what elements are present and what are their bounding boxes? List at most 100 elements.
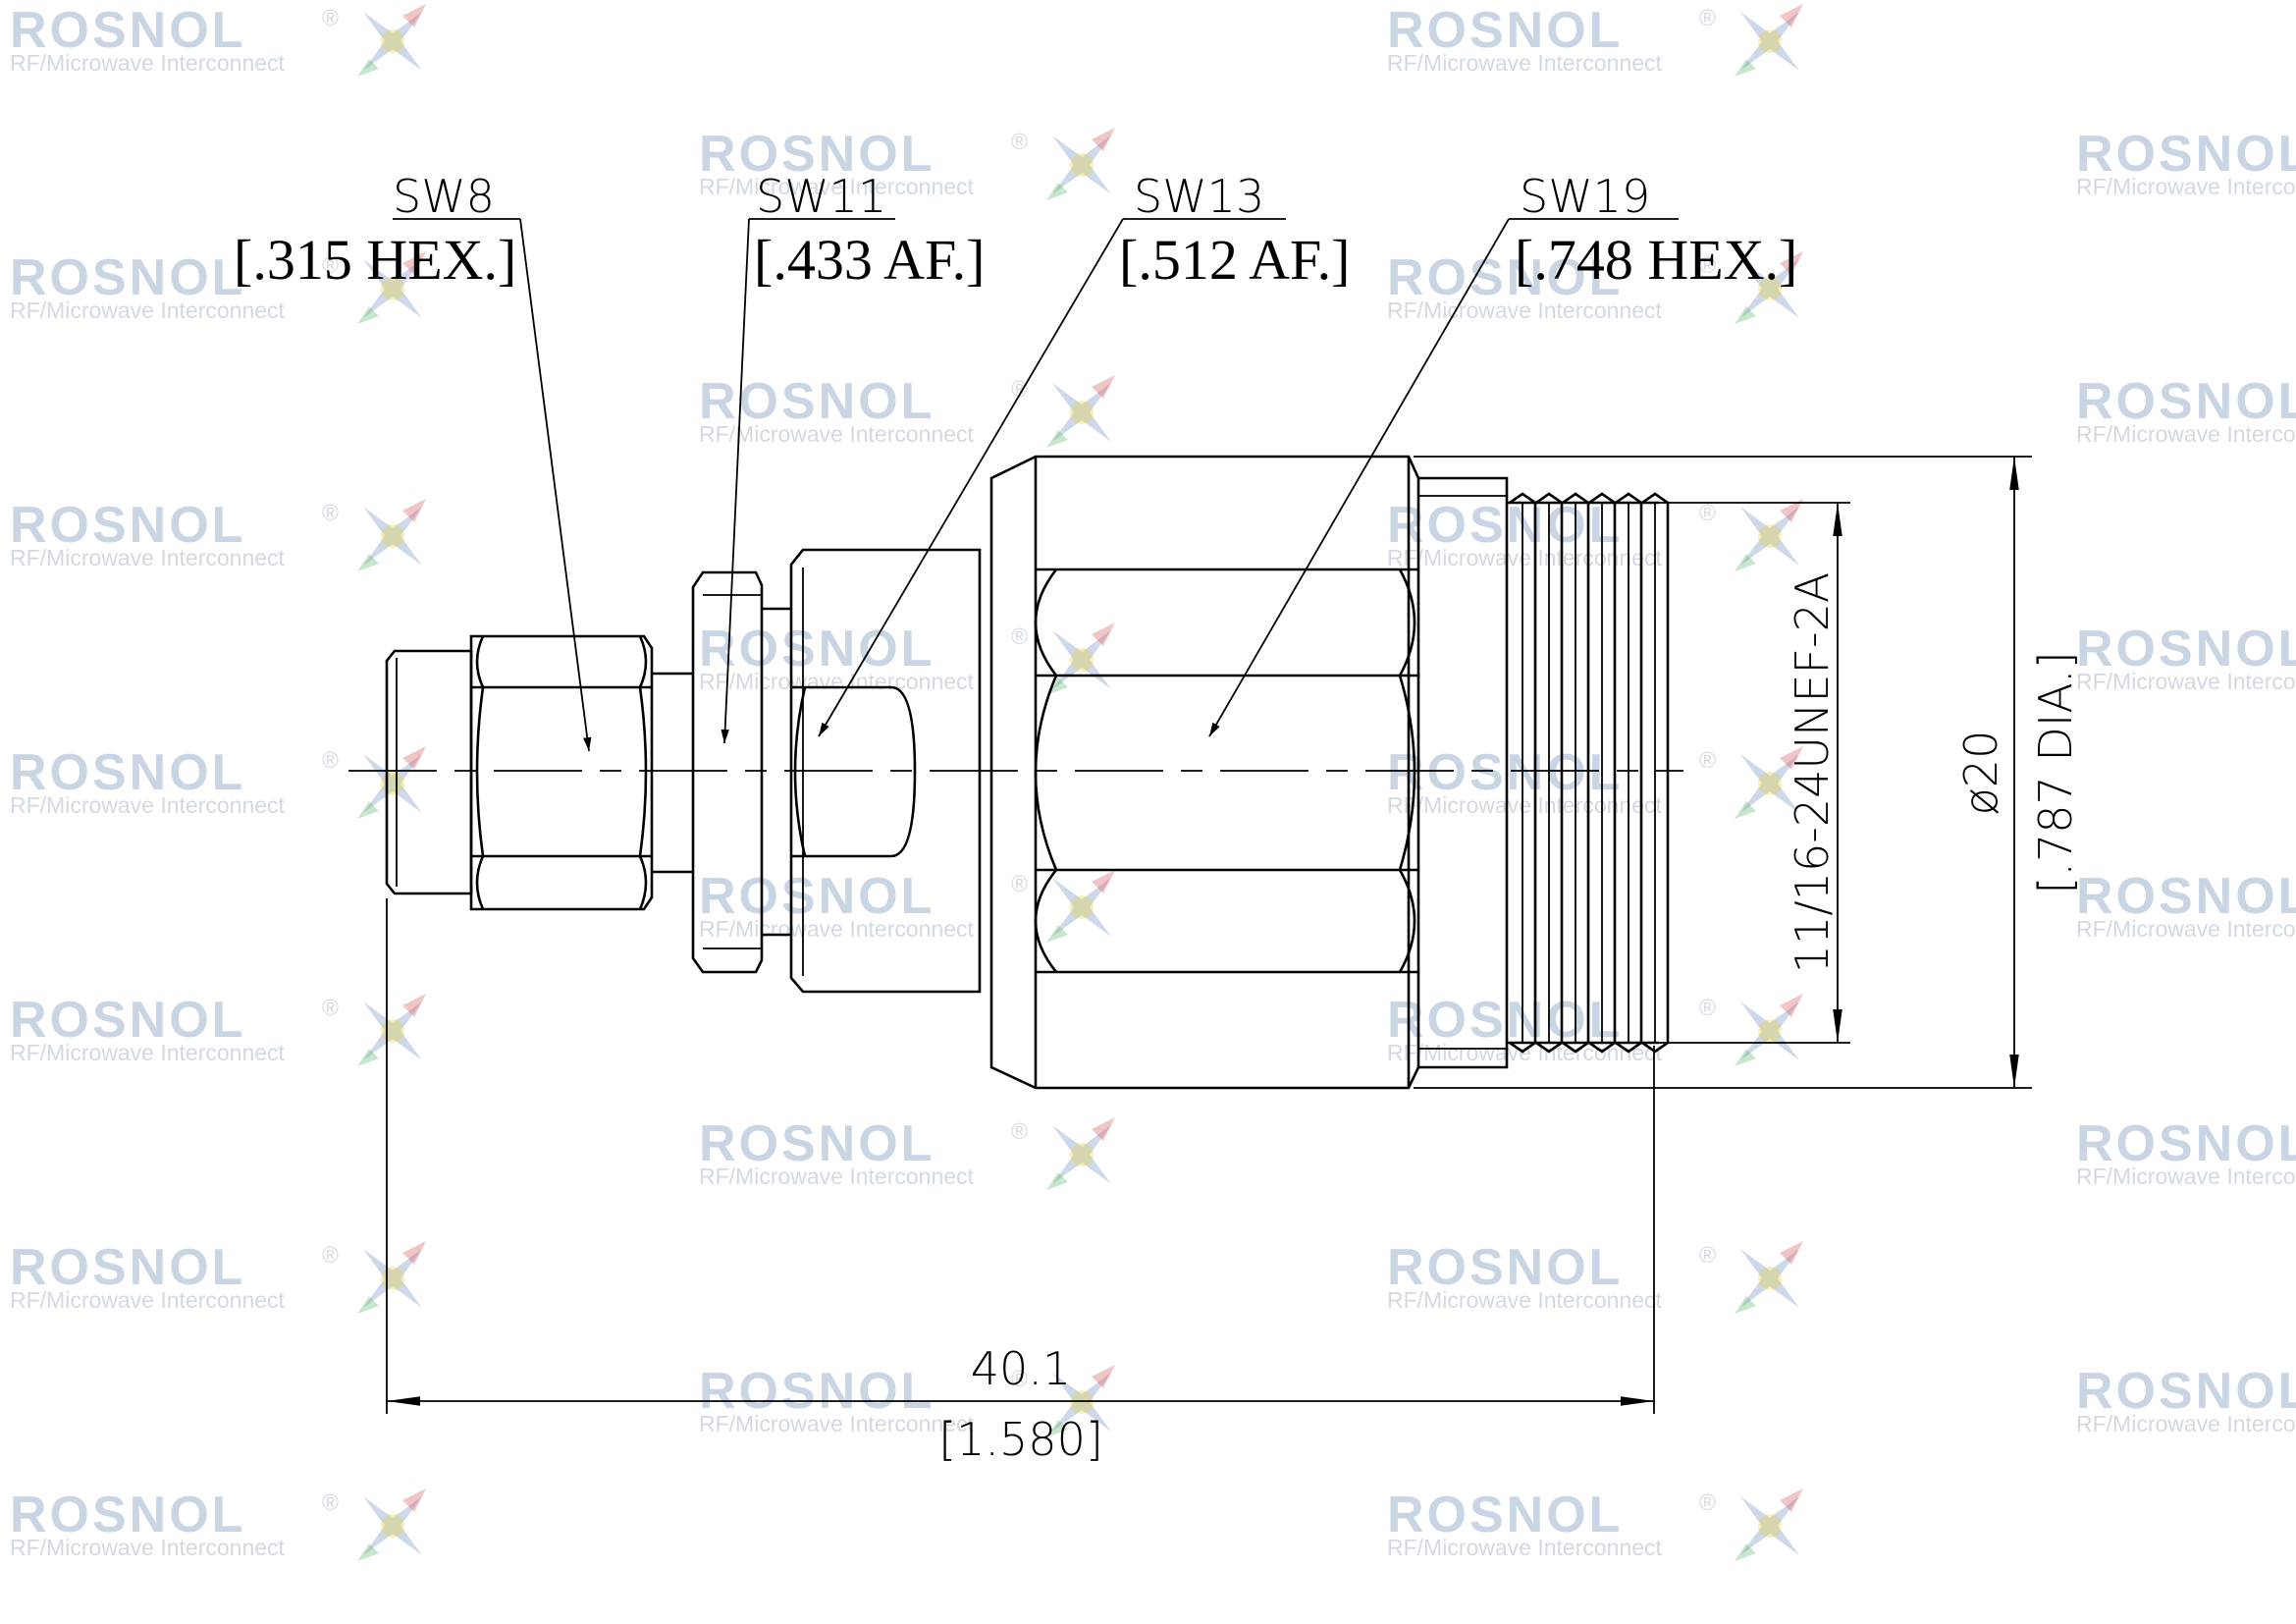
watermark-logo: ROSNOL®RF/Microwave Interconnect xyxy=(699,1115,1115,1190)
watermark-logo: ROSNOL ® RF/Microwave Interconnect xyxy=(1387,744,1803,819)
length-metric-label: 40.1 xyxy=(971,1342,1071,1395)
watermark-tagline: RF/Microwave Interconnect xyxy=(10,545,286,570)
callout-leaders xyxy=(393,218,1679,752)
watermark-brand: ROSNOL xyxy=(699,868,934,925)
watermark-brand: ROSNOL xyxy=(10,1487,245,1543)
watermark-tagline: RF/Microwave Interconnect xyxy=(10,1040,286,1065)
watermark-registered: ® xyxy=(322,1489,339,1515)
watermark-logo: ROSNOL®RF/Microwave Interconnect xyxy=(1387,1487,1803,1561)
watermark-logo-icon xyxy=(1046,1117,1115,1190)
watermark-logo-icon xyxy=(1735,1489,1803,1561)
watermark-registered: ® xyxy=(1699,747,1716,773)
watermark-logo: ROSNOL®RF/Microwave Interconnect xyxy=(2076,126,2296,199)
sw11-imperial-label: [.433 AF.] xyxy=(754,228,985,292)
thread-tooth xyxy=(1641,492,1670,1054)
thread-spec-label: 11/16-24UNEF-2A xyxy=(1786,572,1839,974)
watermark-logo-icon xyxy=(357,1489,426,1561)
watermark-registered: ® xyxy=(322,500,339,525)
watermark-logo: ROSNOL®RF/Microwave Interconnect xyxy=(10,249,426,324)
watermark-logo-icon xyxy=(1735,499,1803,571)
watermark-brand: ROSNOL xyxy=(10,1239,245,1296)
watermark-tagline: RF/Microwave Interconnect xyxy=(1387,298,1663,323)
watermark-layer: ROSNOL®RF/Microwave InterconnectROSNOL®R… xyxy=(10,2,2296,1561)
thread-tooth xyxy=(1562,492,1590,1054)
watermark-brand: ROSNOL xyxy=(1387,744,1623,801)
watermark-registered: ® xyxy=(1011,129,1028,154)
watermark-logo: ROSNOL ® RF/Microwave Interconnect xyxy=(1387,1239,1803,1314)
watermark-logo: ROSNOL®RF/Microwave Interconnect xyxy=(699,621,1115,695)
watermark-registered: ® xyxy=(1011,871,1028,896)
watermark-brand: ROSNOL xyxy=(10,2,245,59)
watermark-brand: ROSNOL xyxy=(1387,1239,1623,1296)
diameter-metric-label: ø20 xyxy=(1954,731,2007,816)
sw19-imperial-label: [.748 HEX.] xyxy=(1515,228,1797,292)
watermark-brand: ROSNOL xyxy=(1387,2,1623,59)
watermark-logo: ROSNOL®RF/Microwave Interconnect xyxy=(2076,1115,2296,1189)
watermark-logo-icon xyxy=(1046,870,1115,943)
watermark-tagline: RF/Microwave Interconnect xyxy=(1387,1287,1663,1313)
watermark-logo: ROSNOL®RF/Microwave Interconnect xyxy=(2076,868,2296,942)
watermark-tagline: RF/Microwave Interconnect xyxy=(699,174,975,199)
watermark-tagline: RF/Microwave Interconnect xyxy=(2076,174,2296,199)
watermark-registered: ® xyxy=(1699,500,1716,525)
watermark-logo-icon xyxy=(1046,375,1115,448)
extension-lines xyxy=(386,456,2032,1414)
diameter-imperial-label: [.787 DIA.] xyxy=(2029,651,2082,893)
watermark-registered: ® xyxy=(322,747,339,773)
watermark-tagline: RF/Microwave Interconnect xyxy=(10,50,286,76)
watermark-tagline: RF/Microwave Interconnect xyxy=(1387,50,1663,76)
watermark-registered: ® xyxy=(1011,1118,1028,1144)
watermark-logo: ROSNOL ® RF/Microwave Interconnect xyxy=(10,992,426,1066)
watermark-brand: ROSNOL xyxy=(10,992,245,1049)
watermark-registered: ® xyxy=(1011,376,1028,402)
watermark-logo-icon xyxy=(1046,128,1115,200)
watermark-brand: ROSNOL xyxy=(10,249,245,306)
sw13-size-label: SW13 xyxy=(1134,170,1264,223)
watermark-brand: ROSNOL xyxy=(1387,497,1623,554)
watermark-tagline: RF/Microwave Interconnect xyxy=(1387,792,1663,818)
watermark-brand: ROSNOL xyxy=(699,126,934,183)
watermark-tagline: RF/Microwave Interconnect xyxy=(2076,1411,2296,1436)
watermark-logo: ROSNOL ® RF/Microwave Interconnect xyxy=(1387,497,1803,571)
watermark-registered: ® xyxy=(1699,5,1716,30)
watermark-logo: ROSNOL®RF/Microwave Interconnect xyxy=(699,373,1115,448)
watermark-registered: ® xyxy=(1699,1489,1716,1515)
watermark-brand: ROSNOL xyxy=(1387,992,1623,1049)
watermark-logo: ROSNOL®RF/Microwave Interconnect xyxy=(2076,373,2296,447)
watermark-brand: ROSNOL xyxy=(2076,1115,2296,1172)
length-imperial-label: [1.580] xyxy=(938,1413,1103,1466)
watermark-brand: ROSNOL xyxy=(699,1363,934,1420)
watermark-registered: ® xyxy=(1699,1242,1716,1268)
watermark-logo: ROSNOL ® RF/Microwave Interconnect xyxy=(699,126,1115,200)
watermark-logo-icon xyxy=(357,499,426,571)
watermark-brand: ROSNOL xyxy=(699,621,934,677)
watermark-tagline: RF/Microwave Interconnect xyxy=(1387,545,1663,570)
watermark-brand: ROSNOL xyxy=(2076,868,2296,925)
watermark-registered: ® xyxy=(322,995,339,1020)
watermark-tagline: RF/Microwave Interconnect xyxy=(10,792,286,818)
thread-tooth xyxy=(1588,492,1617,1054)
watermark-logo-icon xyxy=(1735,994,1803,1066)
watermark-tagline: RF/Microwave Interconnect xyxy=(2076,421,2296,447)
watermark-logo-icon xyxy=(1046,623,1115,695)
watermark-brand: ROSNOL xyxy=(10,744,245,801)
watermark-brand: ROSNOL xyxy=(2076,621,2296,677)
watermark-logo: ROSNOL ® RF/Microwave Interconnect xyxy=(1387,2,1803,77)
watermark-tagline: RF/Microwave Interconnect xyxy=(2076,1164,2296,1189)
thread-tooth xyxy=(1615,492,1643,1054)
watermark-logo: ROSNOL®RF/Microwave Interconnect xyxy=(1387,992,1803,1066)
watermark-tagline: RF/Microwave Interconnect xyxy=(10,1535,286,1560)
watermark-tagline: RF/Microwave Interconnect xyxy=(2076,916,2296,942)
watermark-brand: ROSNOL xyxy=(1387,249,1623,306)
watermark-tagline: RF/Microwave Interconnect xyxy=(699,421,975,447)
sw8-size-label: SW8 xyxy=(393,170,495,223)
watermark-registered: ® xyxy=(322,252,339,278)
watermark-registered: ® xyxy=(1011,623,1028,649)
watermark-registered: ® xyxy=(322,5,339,30)
connector-body xyxy=(385,455,1670,1090)
watermark-logo: ROSNOL®RF/Microwave Interconnect xyxy=(1387,249,1803,324)
watermark-brand: ROSNOL xyxy=(2076,373,2296,430)
watermark-tagline: RF/Microwave Interconnect xyxy=(699,1411,975,1436)
watermark-registered: ® xyxy=(322,1242,339,1268)
